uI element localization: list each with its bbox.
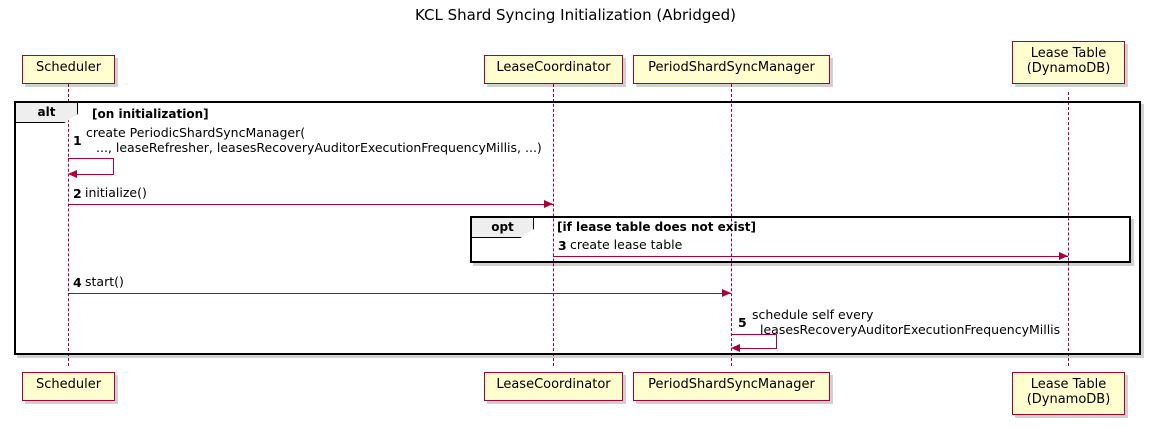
message-3-arrowhead — [1059, 252, 1068, 260]
participant-period-shard-sync-manager-top[interactable]: PeriodShardSyncManager — [633, 55, 830, 84]
message-5-label-line1: schedule self every — [752, 307, 874, 322]
page-title: KCL Shard Syncing Initialization (Abridg… — [415, 6, 736, 24]
message-1-self-loop-top — [68, 158, 114, 159]
message-1-label-line1: create PeriodicShardSyncManager( — [86, 125, 306, 140]
participant-scheduler-bottom[interactable]: Scheduler — [22, 372, 115, 401]
message-5-self-loop-top — [731, 334, 777, 335]
message-2-line — [68, 204, 553, 205]
lifeline-period-shard-sync-manager — [731, 84, 732, 366]
fragment-opt — [470, 216, 1131, 263]
message-1-self-loop-bottom — [77, 174, 114, 175]
fragment-alt — [14, 101, 1141, 355]
participant-lease-coordinator-top[interactable]: LeaseCoordinator — [484, 55, 623, 84]
lifeline-lease-table — [1068, 92, 1069, 366]
message-1-number: 1 — [73, 133, 82, 148]
fragment-alt-guard: [on initialization] — [92, 107, 209, 121]
participant-lease-coordinator-bottom[interactable]: LeaseCoordinator — [484, 372, 623, 401]
message-4-number: 4 — [73, 275, 82, 290]
message-1-arrowhead — [68, 170, 77, 178]
message-5-self-loop-side — [776, 334, 777, 348]
message-4-line — [68, 293, 731, 294]
fragment-alt-keyword: alt — [16, 103, 78, 123]
message-1-self-loop-side — [113, 158, 114, 174]
lifeline-lease-coordinator — [553, 84, 554, 366]
message-3-label: create lease table — [570, 237, 683, 252]
participant-lease-table-top[interactable]: Lease Table (DynamoDB) — [1012, 41, 1125, 84]
message-5-self-loop-bottom — [740, 348, 777, 349]
fragment-opt-keyword: opt — [472, 218, 534, 238]
message-4-label: start() — [85, 274, 124, 289]
participant-period-shard-sync-manager-bottom[interactable]: PeriodShardSyncManager — [633, 372, 830, 401]
message-5-number: 5 — [738, 315, 747, 330]
message-4-arrowhead — [722, 289, 731, 297]
fragment-opt-guard: [if lease table does not exist] — [557, 220, 757, 234]
message-5-label-line2: leasesRecoveryAuditorExecutionFrequencyM… — [760, 322, 1061, 337]
message-2-label: initialize() — [85, 185, 147, 200]
participant-scheduler-top[interactable]: Scheduler — [22, 55, 115, 84]
message-1-label-line2: ..., leaseRefresher, leasesRecoveryAudit… — [96, 140, 542, 155]
message-3-line — [553, 256, 1068, 257]
message-2-arrowhead — [544, 200, 553, 208]
participant-lease-table-bottom[interactable]: Lease Table (DynamoDB) — [1012, 372, 1125, 415]
message-5-arrowhead — [731, 344, 740, 352]
message-2-number: 2 — [73, 186, 82, 201]
message-3-number: 3 — [558, 238, 567, 253]
lifeline-scheduler — [68, 84, 69, 366]
